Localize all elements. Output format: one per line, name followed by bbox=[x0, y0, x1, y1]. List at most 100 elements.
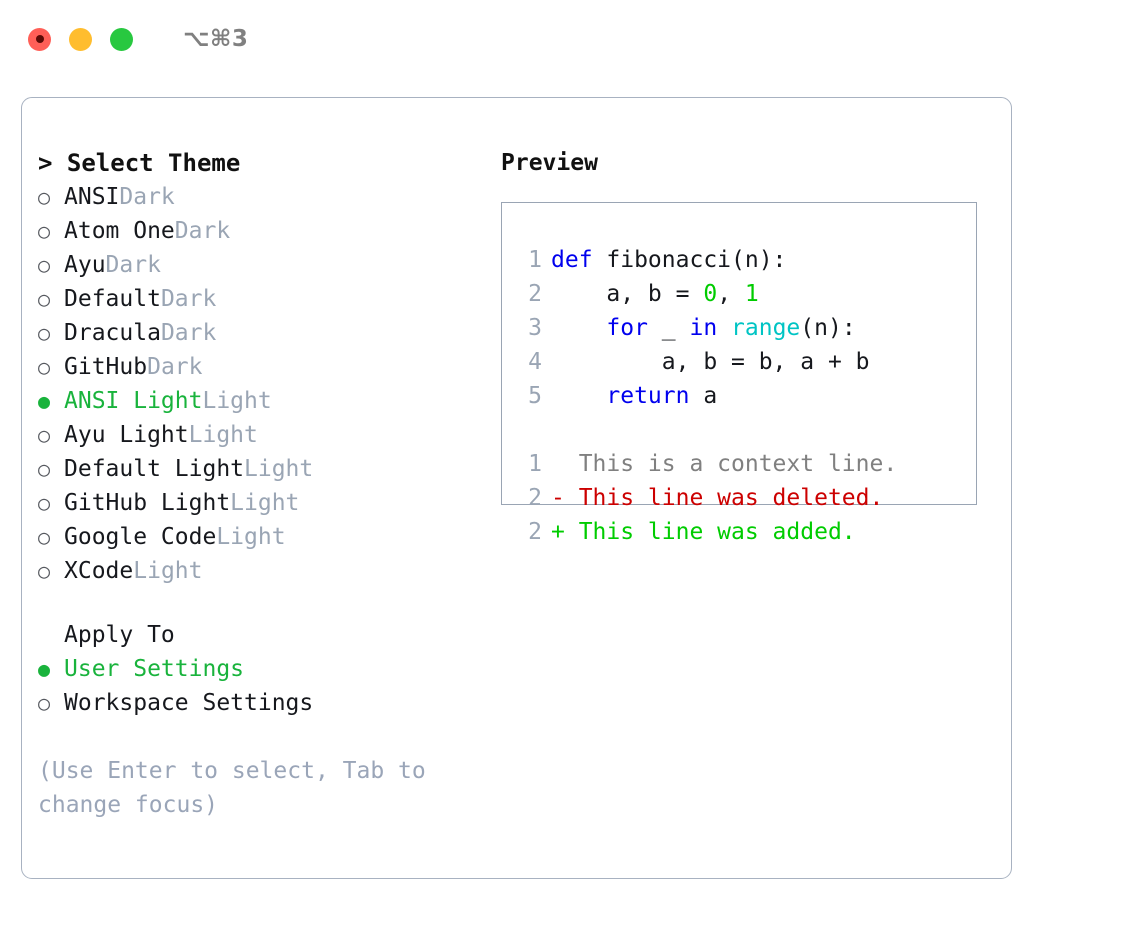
code-line: 4 a, b = b, a + b bbox=[516, 345, 976, 379]
apply-to-option-name: Workspace Settings bbox=[64, 690, 314, 716]
diff-line: 2 + This line was added. bbox=[516, 515, 976, 549]
theme-selection-column: > Select Theme ○ANSI Dark○Atom One Dark○… bbox=[38, 146, 488, 822]
radio-unselected-icon[interactable]: ○ bbox=[38, 691, 51, 715]
token-del: - This line was deleted. bbox=[551, 485, 884, 511]
code-line-content: a, b = 0, 1 bbox=[551, 277, 758, 311]
theme-option-ayu-light[interactable]: ○Ayu Light Light bbox=[38, 418, 488, 452]
theme-option-atom-one[interactable]: ○Atom One Dark bbox=[38, 214, 488, 248]
theme-option-variant-tag: Light bbox=[188, 422, 258, 448]
theme-option-xcode[interactable]: ○XCode Light bbox=[38, 554, 488, 588]
minimize-window-button[interactable] bbox=[69, 27, 92, 51]
diff-sample: 1 This is a context line. 2 - This line wa… bbox=[516, 447, 976, 549]
line-number: 2 bbox=[528, 485, 542, 511]
radio-unselected-icon[interactable]: ○ bbox=[38, 321, 51, 345]
theme-option-name: Google Code bbox=[64, 524, 217, 550]
token-plain: a, b = b, a + b bbox=[551, 349, 870, 375]
token-plain bbox=[551, 315, 606, 341]
theme-option-name: ANSI Light bbox=[64, 388, 203, 414]
radio-unselected-icon[interactable]: ○ bbox=[38, 491, 51, 515]
token-plain: _ bbox=[647, 315, 690, 341]
theme-option-name: ANSI bbox=[64, 184, 120, 210]
radio-selected-icon[interactable]: ● bbox=[38, 389, 51, 413]
theme-option-ansi[interactable]: ○ ANSI Dark bbox=[38, 180, 488, 214]
apply-to-option-workspace-settings[interactable]: ○ Workspace Settings bbox=[38, 686, 488, 720]
theme-option-variant-tag: Light bbox=[202, 388, 272, 414]
radio-unselected-icon[interactable]: ○ bbox=[38, 185, 51, 209]
radio-unselected-icon[interactable]: ○ bbox=[38, 355, 51, 379]
radio-selected-icon[interactable]: ● bbox=[38, 657, 51, 681]
theme-option-name: Atom One bbox=[64, 218, 175, 244]
theme-option-variant-tag: Dark bbox=[160, 286, 217, 312]
diff-line: 2 - This line was deleted. bbox=[516, 481, 976, 515]
token-plain: , bbox=[717, 281, 745, 307]
code-line: 2 a, b = 0, 1 bbox=[516, 277, 976, 311]
theme-option-dracula[interactable]: ○Dracula Dark bbox=[38, 316, 488, 350]
radio-unselected-icon[interactable]: ○ bbox=[38, 287, 51, 311]
line-number: 2 bbox=[528, 281, 542, 307]
token-plain: a, b = bbox=[551, 281, 704, 307]
close-window-button[interactable] bbox=[28, 27, 51, 51]
keyboard-hint-text: (Use Enter to select, Tab to change focu… bbox=[38, 758, 426, 818]
code-line-content: def fibonacci(n): bbox=[551, 243, 786, 277]
radio-unselected-icon[interactable]: ○ bbox=[38, 559, 51, 583]
line-number: 4 bbox=[528, 349, 542, 375]
window-controls bbox=[28, 27, 133, 51]
line-number: 5 bbox=[528, 383, 542, 409]
line-number: 2 bbox=[528, 519, 542, 545]
theme-option-github[interactable]: ○ GitHub Dark bbox=[38, 350, 488, 384]
title-bar: ⌥⌘3 bbox=[0, 0, 1140, 78]
main-panel: > Select Theme ○ANSI Dark○Atom One Dark○… bbox=[21, 97, 1012, 879]
token-num: 0 bbox=[703, 281, 718, 307]
diff-line: 1 This is a context line. bbox=[516, 447, 976, 481]
theme-option-variant-tag: Dark bbox=[105, 252, 161, 278]
radio-unselected-icon[interactable]: ○ bbox=[38, 423, 51, 447]
token-kw: for bbox=[606, 315, 648, 341]
token-plain bbox=[551, 383, 606, 409]
radio-unselected-icon[interactable]: ○ bbox=[38, 253, 51, 277]
theme-option-default[interactable]: ○Default Dark bbox=[38, 282, 488, 316]
theme-option-ansi-light[interactable]: ● ANSI Light Light bbox=[38, 384, 488, 418]
theme-option-google-code[interactable]: ○ Google Code Light bbox=[38, 520, 488, 554]
apply-to-list[interactable]: ●User Settings ○ Workspace Settings bbox=[38, 652, 488, 720]
token-plain bbox=[717, 315, 731, 341]
radio-unselected-icon[interactable]: ○ bbox=[38, 219, 51, 243]
theme-option-variant-tag: Light bbox=[230, 490, 300, 516]
theme-option-variant-tag: Dark bbox=[160, 320, 217, 346]
token-kw: in bbox=[689, 315, 718, 341]
theme-option-github-light[interactable]: ○ GitHub Light Light bbox=[38, 486, 488, 520]
theme-option-ayu[interactable]: ○ Ayu Dark bbox=[38, 248, 488, 282]
token-plain: (n): bbox=[800, 315, 856, 341]
code-line-content: for _ in range(n): bbox=[551, 311, 856, 345]
theme-option-name: GitHub bbox=[64, 354, 148, 380]
code-line: 3 for _ in range(n): bbox=[516, 311, 976, 345]
keyboard-shortcut-label: ⌥⌘3 bbox=[183, 26, 249, 52]
code-line-content: return a bbox=[551, 379, 717, 413]
code-line: 5 return a bbox=[516, 379, 976, 413]
theme-option-variant-tag: Dark bbox=[147, 354, 203, 380]
token-kw: return bbox=[606, 383, 690, 409]
diff-line-content: This is a context line. bbox=[551, 447, 898, 481]
line-number: 3 bbox=[528, 315, 542, 341]
page-title: > Select Theme bbox=[38, 149, 241, 177]
theme-option-variant-tag: Light bbox=[133, 558, 203, 584]
radio-unselected-icon[interactable]: ○ bbox=[38, 525, 51, 549]
diff-line-content: + This line was added. bbox=[551, 515, 856, 549]
theme-option-variant-tag: Light bbox=[216, 524, 286, 550]
preview-title: Preview bbox=[501, 150, 598, 176]
theme-list[interactable]: ○ANSI Dark○Atom One Dark○Ayu Dark○Defaul… bbox=[38, 180, 488, 588]
token-fn: range bbox=[731, 315, 801, 341]
token-ctx: This is a context line. bbox=[551, 451, 898, 477]
theme-option-name: GitHub Light bbox=[64, 490, 231, 516]
line-number: 1 bbox=[528, 451, 542, 477]
maximize-window-button[interactable] bbox=[110, 27, 133, 51]
token-add: + This line was added. bbox=[551, 519, 856, 545]
radio-unselected-icon[interactable]: ○ bbox=[38, 457, 51, 481]
token-plain: fibonacci(n): bbox=[606, 247, 787, 273]
theme-option-name: Ayu bbox=[64, 252, 106, 278]
theme-option-default-light[interactable]: ○Default Light Light bbox=[38, 452, 488, 486]
theme-option-variant-tag: Dark bbox=[119, 184, 175, 210]
apply-to-option-user-settings[interactable]: ●User Settings bbox=[38, 652, 488, 686]
